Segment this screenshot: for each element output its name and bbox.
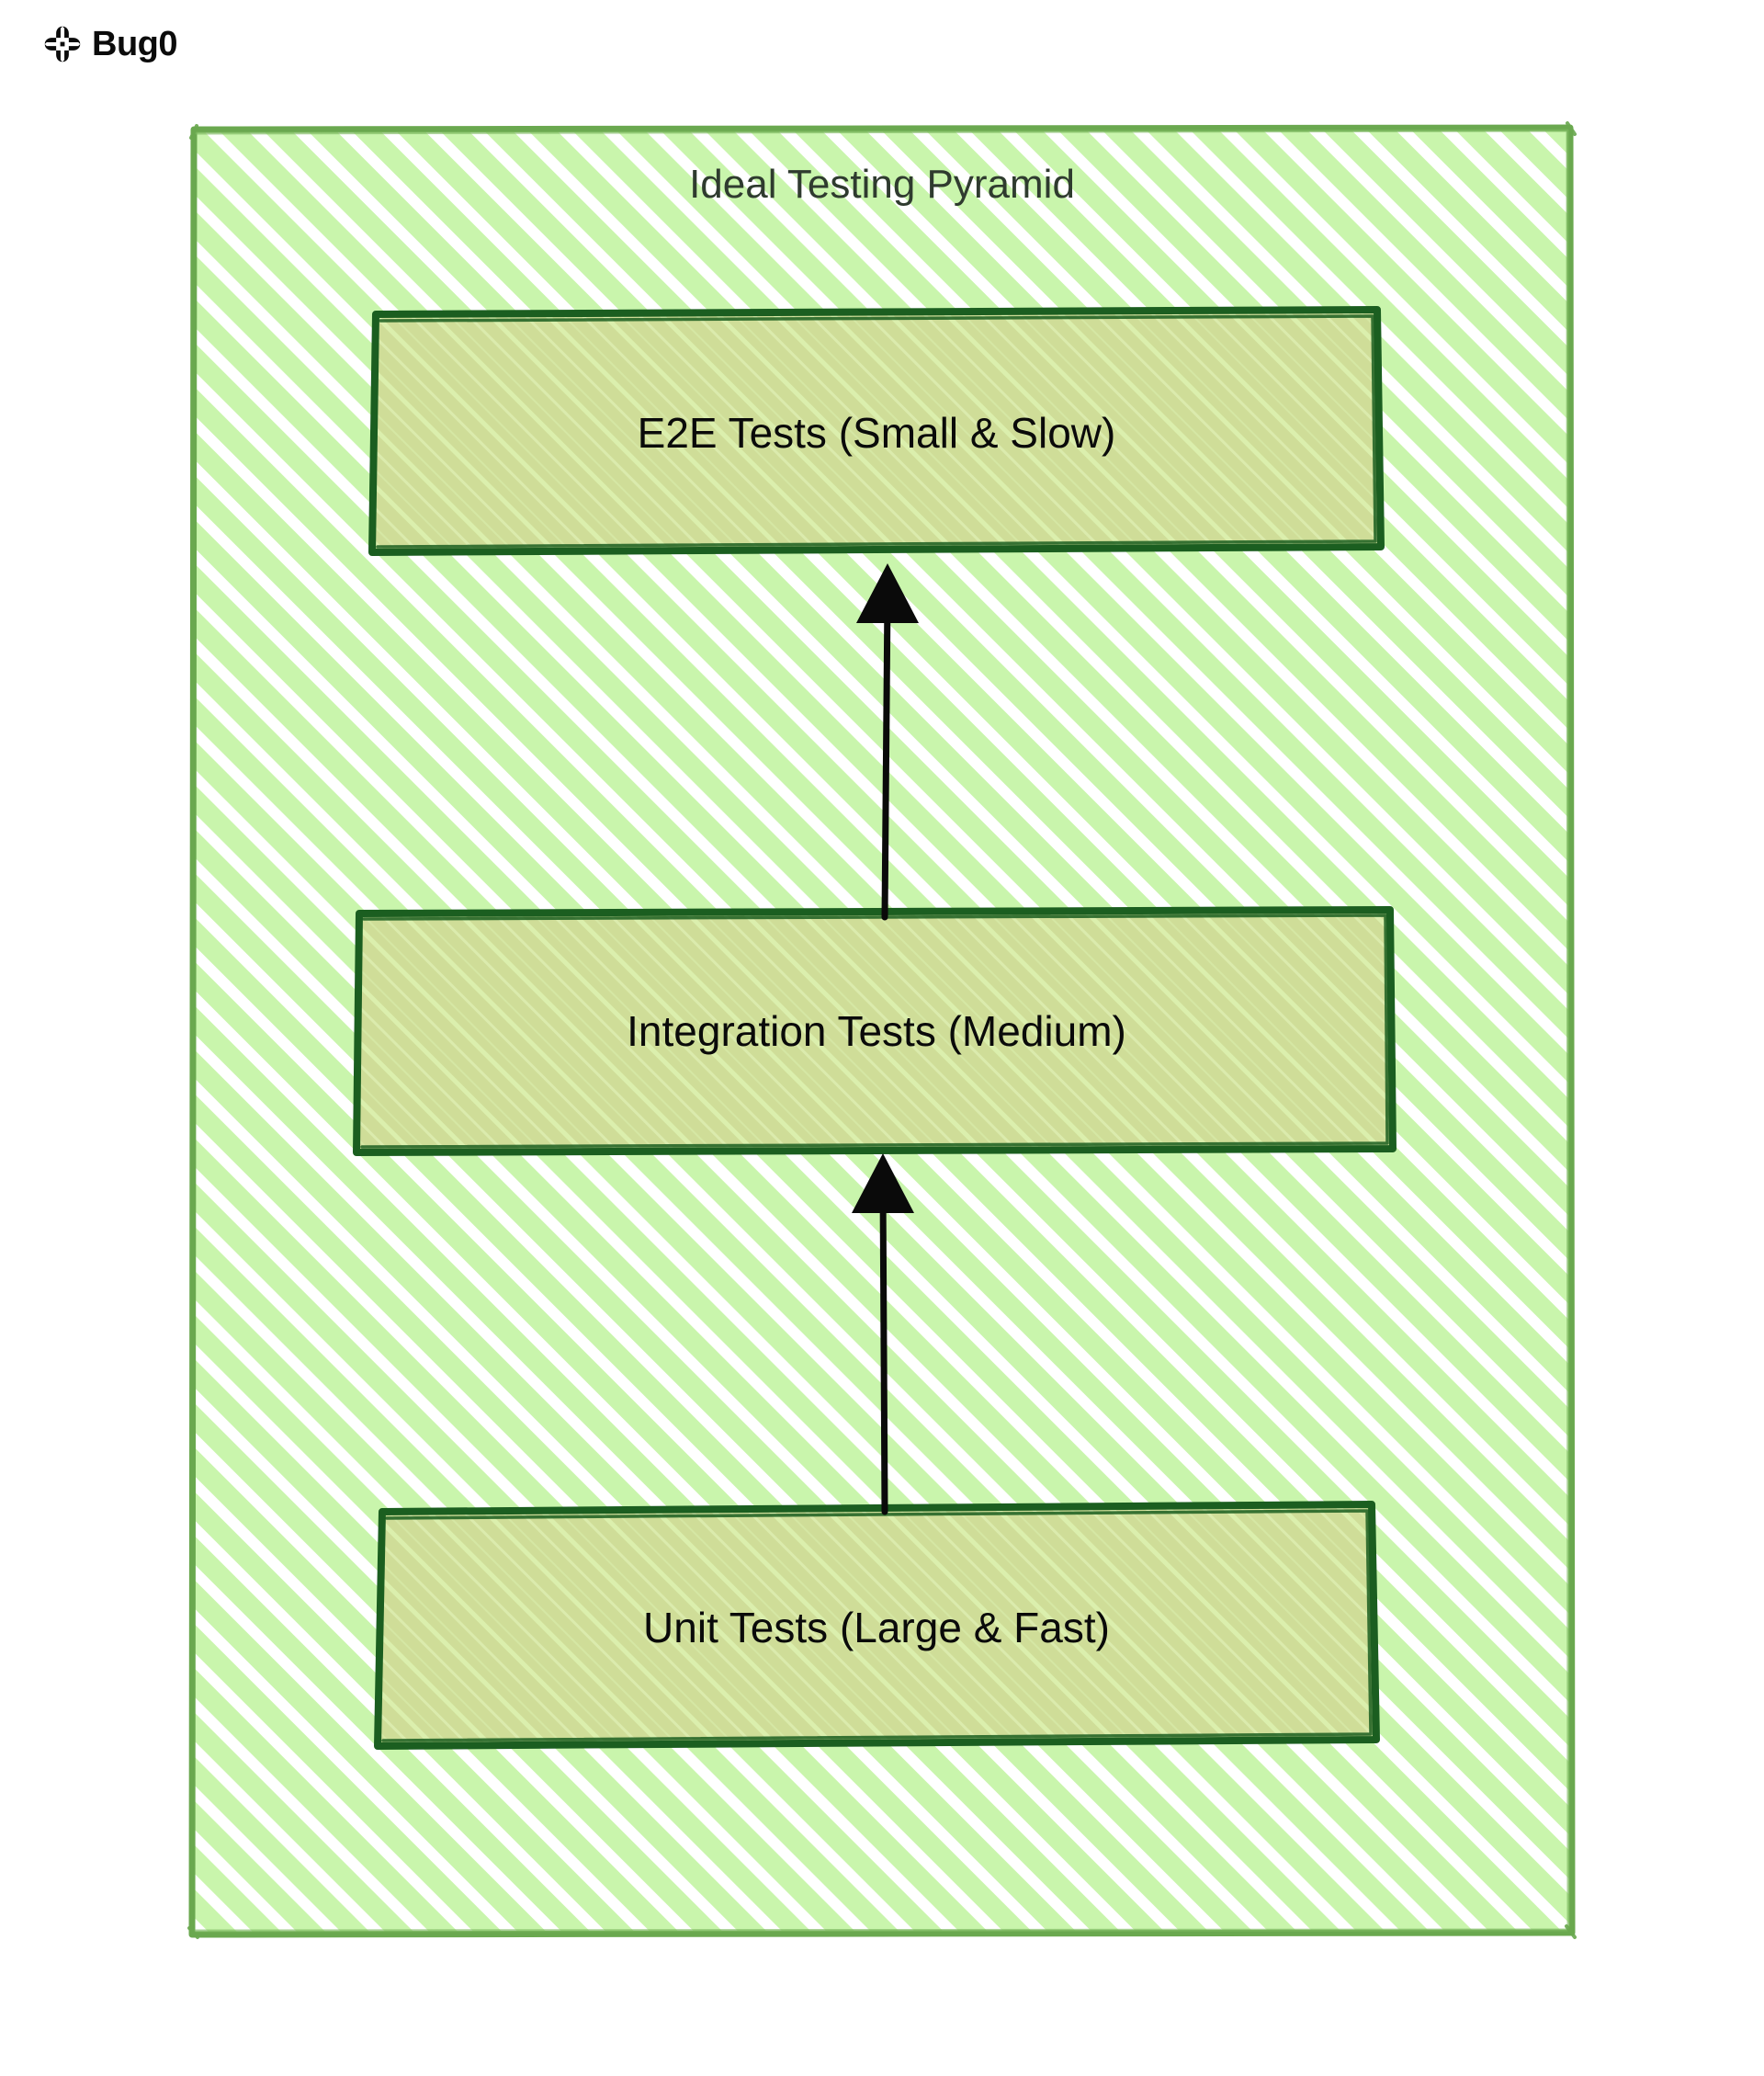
node-e2e-fill bbox=[373, 311, 1380, 551]
node-unit-border bbox=[374, 1501, 1380, 1750]
diagram-title: Ideal Testing Pyramid bbox=[689, 162, 1075, 207]
node-integration-fill bbox=[357, 911, 1392, 1151]
node-e2e-border bbox=[368, 306, 1385, 556]
node-unit-fill bbox=[379, 1505, 1375, 1745]
node-e2e-label: E2E Tests (Small & Slow) bbox=[638, 409, 1116, 457]
node-e2e[interactable]: E2E Tests (Small & Slow) bbox=[368, 306, 1385, 556]
node-unit[interactable]: Unit Tests (Large & Fast) bbox=[374, 1501, 1380, 1750]
node-integration-label: Integration Tests (Medium) bbox=[627, 1007, 1126, 1055]
edge-integration-to-e2e bbox=[856, 563, 919, 921]
node-integration[interactable]: Integration Tests (Medium) bbox=[353, 906, 1396, 1156]
pinwheel-logo-icon bbox=[44, 26, 81, 62]
node-integration-border bbox=[353, 906, 1396, 1156]
node-unit-label: Unit Tests (Large & Fast) bbox=[643, 1604, 1110, 1651]
edge-unit-to-integration bbox=[852, 1153, 914, 1515]
brand-logo: Bug0 bbox=[42, 24, 178, 64]
arrowhead-up-icon bbox=[852, 1153, 914, 1213]
arrowhead-up-icon bbox=[856, 563, 919, 623]
brand-name: Bug0 bbox=[92, 25, 178, 63]
